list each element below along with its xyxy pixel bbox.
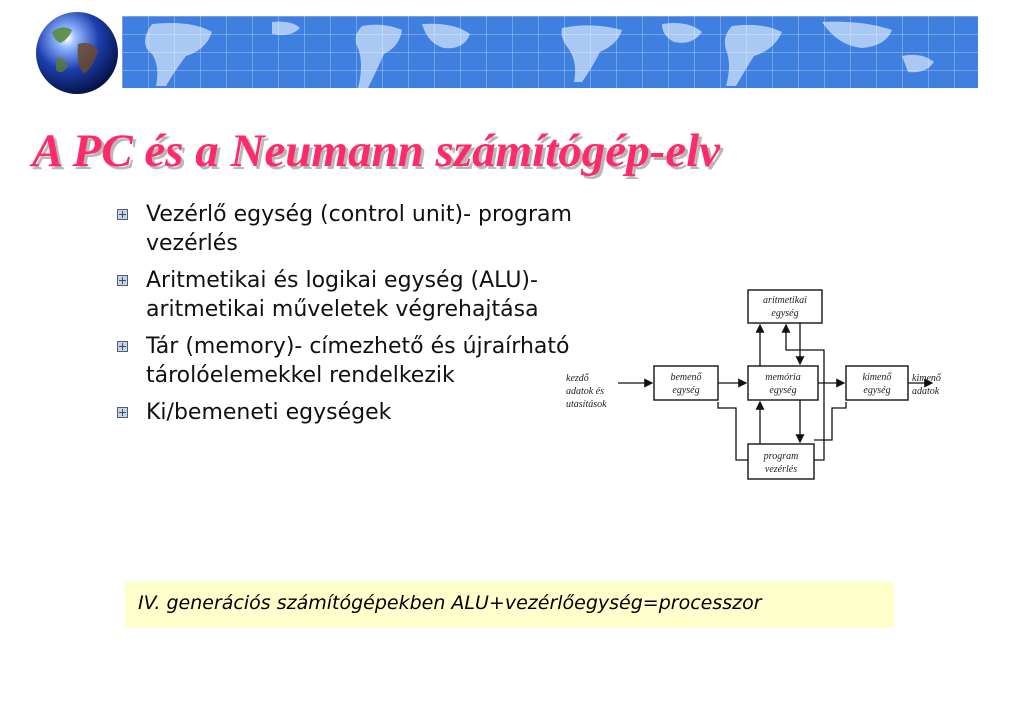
- output-unit-label-1: kimenő: [863, 372, 893, 383]
- bullet-list: Vezérlő egység (control unit)- program v…: [114, 200, 584, 435]
- control-label-2: vezérlés: [765, 464, 797, 475]
- bullet-square-icon: [117, 209, 128, 220]
- input-unit-label-2: egység: [672, 385, 699, 396]
- control-to-alu-link: [781, 323, 825, 461]
- bullet-text: Ki/bemeneti egységek: [146, 400, 392, 425]
- control-to-input-link: [717, 402, 748, 461]
- bullet-item-memory: Tár (memory)- címezhető és újraírható tá…: [114, 332, 584, 390]
- input-unit-label-1: bemenő: [670, 372, 702, 383]
- input-data-label-3: utasítások: [566, 399, 607, 410]
- alu-label-1: aritmetikai: [763, 295, 807, 306]
- neumann-architecture-diagram: aritmetikai egység bemenő egység memória…: [566, 289, 942, 480]
- control-to-output-link: [814, 402, 847, 441]
- bullet-text: Aritmetikai és logikai egység (ALU)- ari…: [146, 268, 539, 322]
- input-data-label-1: kezdő: [566, 373, 590, 384]
- alu-label-2: egység: [771, 308, 798, 319]
- processor-note: IV. generációs számítógépekben ALU+vezér…: [125, 582, 894, 628]
- control-label-1: program: [763, 451, 799, 462]
- bullet-text: Tár (memory)- címezhető és újraírható tá…: [146, 334, 570, 388]
- slide-title: A PC és a Neumann számítógép-elv: [32, 125, 721, 177]
- memory-box: [747, 365, 819, 401]
- output-unit-label-2: egység: [863, 385, 890, 396]
- bullet-item-io-units: Ki/bemeneti egységek: [114, 398, 584, 427]
- input-data-label-2: adatok és: [566, 386, 604, 397]
- globe-logo-icon: [36, 12, 118, 94]
- bullet-square-icon: [117, 275, 128, 286]
- bullet-item-alu: Aritmetikai és logikai egység (ALU)- ari…: [114, 266, 584, 324]
- world-map-banner: [122, 16, 978, 88]
- bullet-item-control-unit: Vezérlő egység (control unit)- program v…: [114, 200, 584, 258]
- memory-label-2: egység: [769, 385, 796, 396]
- memory-label-1: memória: [765, 372, 801, 383]
- control-box: [747, 443, 815, 480]
- alu-box: [747, 289, 823, 324]
- bullet-square-icon: [117, 407, 128, 418]
- bullet-text: Vezérlő egység (control unit)- program v…: [146, 202, 572, 256]
- output-data-label-2: adatok: [912, 386, 940, 397]
- output-unit-box: [845, 365, 909, 401]
- input-unit-box: [653, 365, 719, 401]
- bullet-square-icon: [117, 341, 128, 352]
